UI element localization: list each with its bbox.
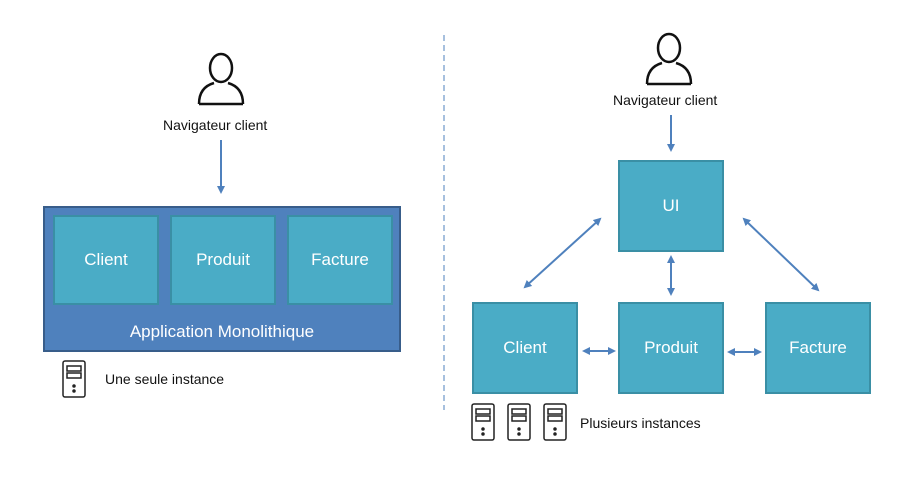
user-icon bbox=[645, 32, 693, 86]
service-produit: Produit bbox=[618, 302, 724, 394]
monolith-browser-label: Navigateur client bbox=[163, 117, 268, 133]
arrow-ui-client bbox=[523, 217, 602, 289]
service-facture: Facture bbox=[765, 302, 871, 394]
server-icon bbox=[543, 403, 567, 441]
server-icon bbox=[507, 403, 531, 441]
service-ui: UI bbox=[618, 160, 724, 252]
arrow-ui-facture bbox=[742, 217, 820, 292]
user-icon bbox=[197, 52, 245, 106]
monolith-app-label: Application Monolithique bbox=[129, 322, 315, 341]
server-icon bbox=[471, 403, 495, 441]
micro-browser-label: Navigateur client bbox=[613, 92, 718, 108]
server-icon bbox=[62, 360, 86, 398]
monolith-instance-label: Une seule instance bbox=[105, 371, 225, 387]
service-client: Client bbox=[472, 302, 578, 394]
micro-instance-label: Plusieurs instances bbox=[580, 415, 701, 431]
monolith-module-produit: Produit bbox=[170, 215, 276, 305]
monolith-module-client: Client bbox=[53, 215, 159, 305]
monolith-module-facture: Facture bbox=[287, 215, 393, 305]
